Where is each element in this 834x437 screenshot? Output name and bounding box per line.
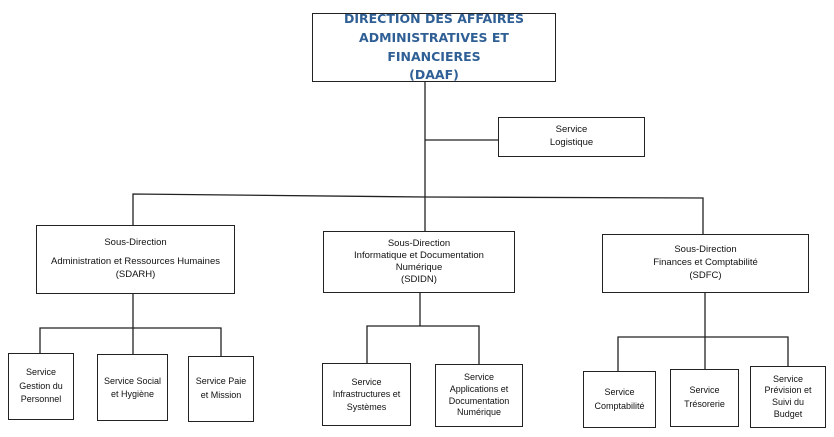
service-tresorerie-box: Service Trésorerie <box>670 369 739 427</box>
sdfc-line3: (SDFC) <box>689 269 722 281</box>
sdarh-box: Sous-Direction Administration et Ressour… <box>36 225 235 294</box>
service-prevision-budget-box: Service Prévision et Suivi du Budget <box>750 366 826 428</box>
paie-mission-line1: Service Paie <box>195 376 247 387</box>
infrastructures-line2: Infrastructures et <box>332 389 401 400</box>
logistique-line2: Logistique <box>549 137 594 148</box>
tresorerie-line2: Trésorerie <box>684 399 725 409</box>
service-comptabilite-box: Service Comptabilité <box>583 371 656 428</box>
gestion-personnel-line1: Service <box>25 366 56 377</box>
sdidn-line1: Sous-Direction <box>387 238 451 250</box>
sdarh-line3: (SDARH) <box>115 268 156 280</box>
sdfc-line2: Finances et Comptabilité <box>653 257 758 269</box>
applications-line3: Documentation <box>448 395 510 406</box>
sdidn-line4: (SDIDN) <box>401 273 437 285</box>
infrastructures-line3: Systèmes <box>346 401 387 412</box>
gestion-personnel-line3: Personnel <box>20 394 62 405</box>
service-infrastructures-box: Service Infrastructures et Systèmes <box>322 363 411 426</box>
sdfc-bus <box>617 336 789 371</box>
sdarh-bus <box>39 327 222 356</box>
paie-mission-line2: et Mission <box>200 390 242 400</box>
comptabilite-line1: Service <box>604 386 635 397</box>
service-applications-box: Service Applications et Documentation Nu… <box>435 364 523 427</box>
service-logistique-box: Service Logistique <box>498 117 645 157</box>
daaf-box: DIRECTION DES AFFAIRES ADMINISTRATIVES E… <box>312 11 556 83</box>
daaf-title-line3: (DAAF) <box>409 67 459 83</box>
sdfc-box: Sous-Direction Finances et Comptabilité … <box>602 234 809 293</box>
daaf-title-line1: DIRECTION DES AFFAIRES <box>343 11 525 26</box>
prevision-line2: Prévision et <box>764 385 812 396</box>
service-paie-mission-box: Service Paie et Mission <box>188 356 254 422</box>
daaf-title-line2: ADMINISTRATIVES ET FINANCIERES <box>359 29 509 64</box>
applications-line2: Applications et <box>449 383 509 394</box>
infrastructures-line1: Service <box>351 376 382 387</box>
sdidn-line2: Informatique et Documentation <box>354 250 484 262</box>
logistique-line1: Service <box>555 124 588 136</box>
sdidn-bus <box>366 325 480 364</box>
prevision-line3: Suivi du <box>771 397 805 407</box>
gestion-personnel-line2: Gestion du <box>19 380 63 391</box>
service-social-hygiene-box: Service Social et Hygiène <box>97 354 168 421</box>
applications-line4: Numérique <box>456 407 502 418</box>
prevision-line4: Budget <box>773 408 803 419</box>
sdarh-line2: Administration et Ressources Humaines <box>51 256 220 268</box>
applications-line1: Service <box>463 372 494 383</box>
prevision-line1: Service <box>772 373 803 384</box>
sdidn-box: Sous-Direction Informatique et Documenta… <box>323 231 515 293</box>
tresorerie-line1: Service <box>689 385 720 396</box>
service-gestion-personnel-box: Service Gestion du Personnel <box>8 353 74 420</box>
sdidn-line3: Numérique <box>395 262 443 273</box>
social-hygiene-line1: Service Social <box>103 376 162 387</box>
sdarh-line1: Sous-Direction <box>104 237 167 249</box>
sdfc-line1: Sous-Direction <box>674 244 737 256</box>
comptabilite-line2: Comptabilité <box>594 400 645 411</box>
social-hygiene-line2: et Hygiène <box>110 388 155 399</box>
